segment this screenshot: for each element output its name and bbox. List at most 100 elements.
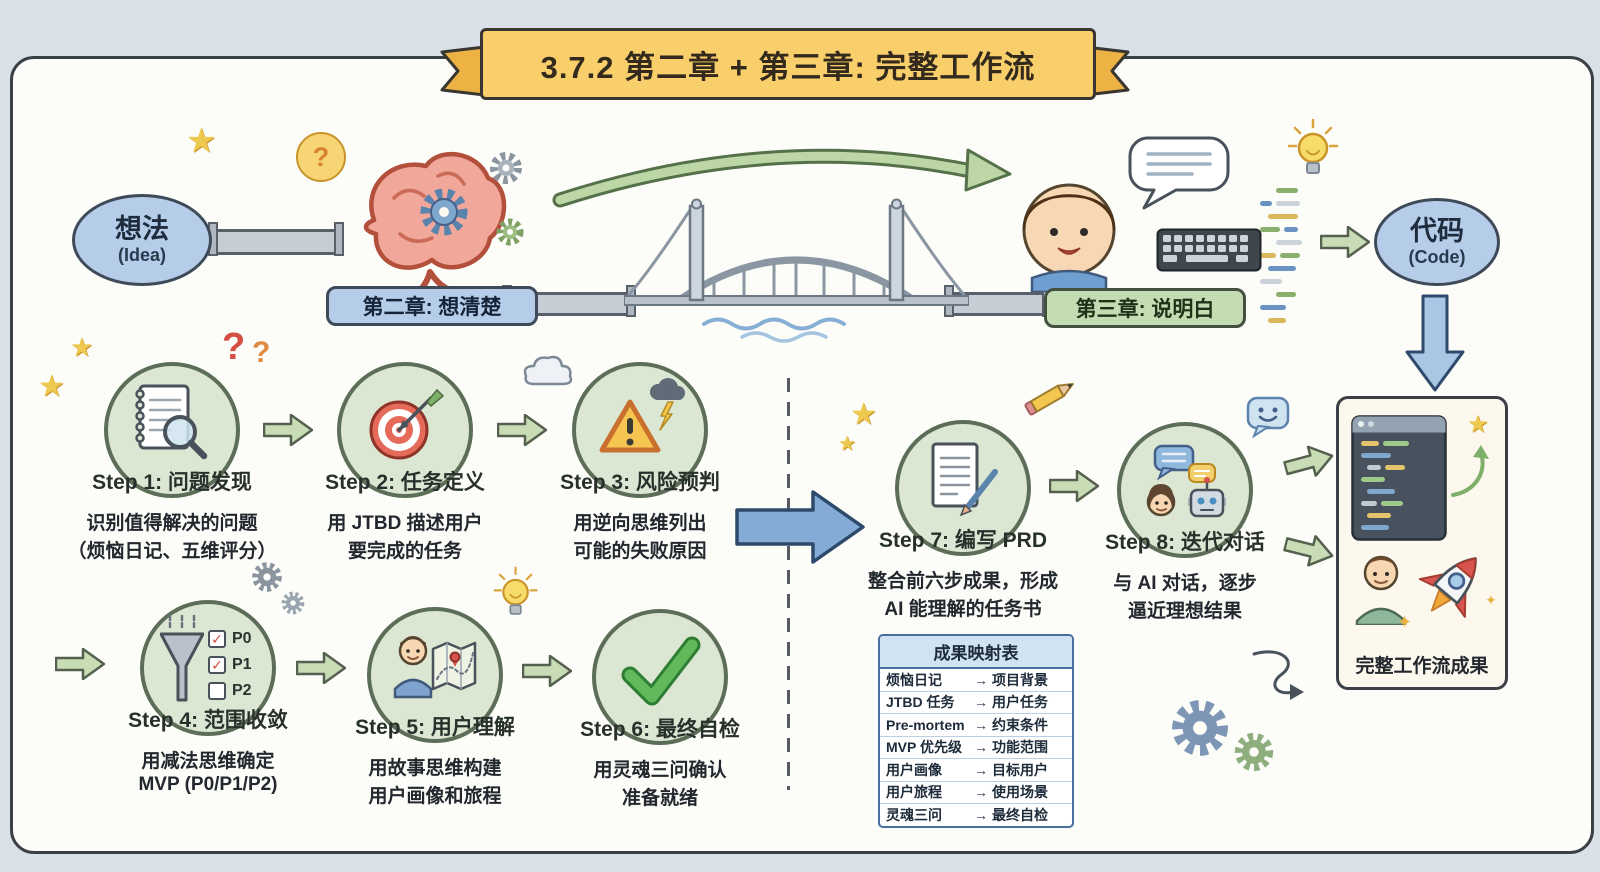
step-8-label: Step 8: 迭代对话 [1105, 531, 1265, 554]
star-icon: ★ [186, 122, 217, 160]
step-7-label: Step 7: 编写 PRD [878, 529, 1048, 552]
step-4-caption: MVP (P0/P1/P2) [138, 774, 278, 795]
table-from: 用户旅程 [886, 784, 942, 801]
table-row: 灵魂三问 → 最终自检 [880, 804, 1072, 826]
question-mark-icon: ? [222, 326, 246, 368]
chapter3-label: 第三章: 说明白 [1075, 298, 1215, 321]
checklist-item: P2 [208, 678, 252, 704]
speech-bubble-icon [1128, 136, 1230, 210]
arrow-right-icon: → [974, 806, 988, 823]
checkbox [208, 682, 226, 700]
warning-storm-icon [599, 378, 685, 453]
step-5-caption: 用户画像和旅程 [368, 786, 502, 807]
chapter3-badge: 第三章: 说明白 [1044, 288, 1246, 328]
table-to: 目标用户 [992, 761, 1048, 778]
keyboard-icon [1156, 228, 1262, 272]
checkmark-icon [621, 636, 701, 706]
result-caption: 完整工作流成果 [1355, 656, 1489, 677]
priority-checklist: ✓ P0 ✓ P1 P2 [208, 626, 252, 704]
sparkle-icon: ✦ [1397, 612, 1413, 632]
notebook-magnifier-icon [135, 384, 208, 460]
smiley-bubble-icon [1246, 396, 1290, 438]
lightbulb-icon [492, 566, 540, 620]
code-label: 代码 [1410, 215, 1464, 246]
table-row: 用户画像 → 目标用户 [880, 759, 1072, 782]
table-to: 功能范围 [992, 739, 1048, 756]
step-6-label: Step 6: 最终自检 [580, 718, 740, 741]
step-2-label: Step 2: 任务定义 [325, 471, 485, 494]
mapping-table: 成果映射表 烦恼日记 → 项目背景 JTBD 任务 → 用户任务 Pre-mor… [878, 634, 1074, 828]
flow-arrow-icon [1049, 470, 1099, 502]
funnel-icon [160, 614, 204, 702]
sparkle-icon: ✦ [1485, 592, 1497, 608]
step-3-label: Step 3: 风险预判 [560, 471, 720, 494]
code-sublabel: (Code) [1408, 247, 1466, 268]
table-row: MVP 优先级 → 功能范围 [880, 737, 1072, 759]
table-row: JTBD 任务 → 用户任务 [880, 692, 1072, 714]
table-from: 灵魂三问 [886, 806, 942, 823]
lightbulb-icon [1286, 118, 1341, 180]
step-1-caption: （烦恼日记、五维评分） [67, 541, 277, 562]
arrow-right-icon: → [974, 694, 988, 711]
table-to: 项目背景 [992, 671, 1048, 688]
question-mark-icon: ? [252, 336, 271, 369]
star-icon: ★ [850, 398, 877, 431]
table-from: MVP 优先级 [886, 739, 962, 756]
step-2-caption: 用 JTBD 描述用户 [327, 513, 483, 534]
target-dart-icon [369, 388, 445, 460]
curly-arrow-icon [1252, 650, 1304, 700]
step-4-caption: 用减法思维确定 [141, 751, 275, 772]
gear-icon [280, 590, 306, 616]
step-2-caption: 要完成的任务 [347, 541, 462, 562]
checklist-item: ✓ P0 [208, 626, 252, 652]
flow-arrow-icon [263, 414, 313, 446]
idea-label: 想法 [115, 213, 169, 244]
title-banner: 3.7.2 第二章 + 第三章: 完整工作流 [440, 28, 1130, 104]
flow-arrow-icon [497, 414, 547, 446]
result-arrow-icon [1451, 445, 1489, 497]
table-to: 最终自检 [992, 806, 1048, 823]
flow-arrow-icon [296, 652, 346, 684]
cloud-icon [523, 355, 573, 386]
table-from: JTBD 任务 [886, 694, 955, 711]
step-2-circle [337, 362, 473, 498]
person-icon [1355, 555, 1407, 625]
page-title: 3.7.2 第二章 + 第三章: 完整工作流 [540, 49, 1036, 85]
table-from: Pre-mortem [886, 716, 965, 733]
gear-icon [1232, 730, 1276, 774]
boy-icon [1022, 183, 1116, 292]
table-row: 烦恼日记 → 项目背景 [880, 669, 1072, 692]
table-to: 用户任务 [992, 694, 1048, 711]
rocket-icon [1418, 557, 1477, 618]
step-8-circle [1117, 422, 1253, 558]
step-5-caption: 用故事思维构建 [368, 758, 502, 779]
checkbox: ✓ [208, 630, 226, 648]
idea-sublabel: (Idea) [117, 245, 166, 266]
code-editor-icon [1351, 415, 1447, 541]
arrow-to-code-icon [1320, 226, 1370, 258]
table-row: Pre-mortem → 约束条件 [880, 714, 1072, 737]
step-3-caption: 可能的失败原因 [573, 541, 707, 562]
idea-node: 想法 (Idea) [72, 194, 212, 286]
step-3-circle [572, 362, 708, 498]
step-7-caption: 整合前六步成果，形成 [867, 571, 1058, 592]
table-to: 约束条件 [992, 716, 1048, 733]
step-4-circle: ✓ P0 ✓ P1 P2 [140, 600, 276, 736]
step-5-label: Step 5: 用户理解 [355, 716, 515, 739]
step-8-caption: 与 AI 对话，逐步 [1113, 573, 1257, 594]
step-1-label: Step 1: 问题发现 [92, 471, 252, 494]
step-6-caption: 用灵魂三问确认 [593, 760, 727, 781]
step-4-label: Step 4: 范围收敛 [128, 709, 288, 732]
checklist-item: ✓ P1 [208, 652, 252, 678]
question-badge-icon: ? [296, 132, 346, 182]
step-7-caption: AI 能理解的任务书 [884, 599, 1042, 620]
gear-icon [1168, 696, 1232, 760]
step-1-circle [104, 362, 240, 498]
step-6-caption: 准备就绪 [621, 788, 698, 809]
top-flow-arrow-icon [552, 148, 1012, 208]
flow-arrow-icon [522, 655, 572, 687]
arrow-right-icon: → [974, 739, 988, 756]
big-transition-arrow-icon [735, 490, 865, 564]
pipe-icon [208, 222, 344, 256]
step-3-caption: 用逆向思维列出 [573, 513, 707, 534]
